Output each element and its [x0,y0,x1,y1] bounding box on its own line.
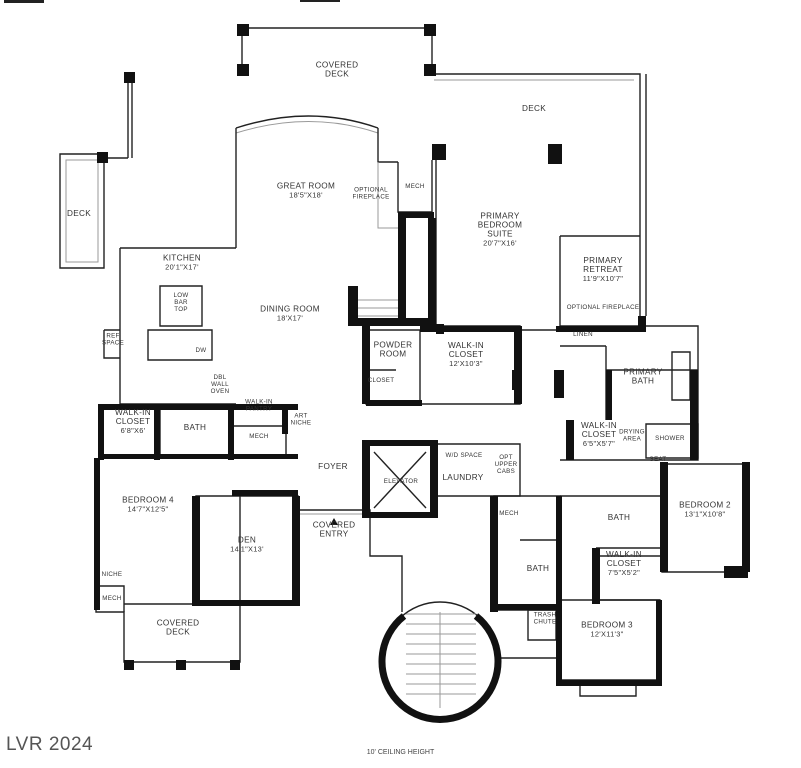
room-dimensions-walk-in-closet-left: 6'8"X6' [121,426,146,435]
room-label-kitchen: KITCHEN [163,254,201,263]
room-label-bedroom-3: BEDROOM 3 [581,621,633,630]
room-dimensions-bedroom-2: 13'1"X10'8" [685,510,726,519]
room-label-linen: LINEN [573,331,593,338]
room-label-mech-center: MECH [499,510,518,517]
room-label-deck-left: DECK [67,209,91,218]
room-dimensions-dining-room: 18'X17' [277,314,304,323]
room-dimensions-kitchen: 20'1"X17' [165,263,199,272]
room-label-shower: SHOWER [655,435,685,442]
cropped-header-text [4,0,340,3]
room-label-bath-right: BATH [608,513,630,522]
room-dimensions-great-room: 18'5"X18' [289,191,323,200]
room-label-mech-bottom-left: MECH [102,595,121,602]
ceiling-height-note: 10' CEILING HEIGHT [366,749,435,756]
room-dimensions-walk-in-closet-center: 12'X10'3" [449,359,483,368]
room-label-wd-space: W/D SPACE [446,452,483,459]
circular-stair-wall [378,613,502,723]
room-dimensions-primary-bedroom: 20'7"X16' [483,239,517,248]
room-label-bath-left: BATH [184,423,206,432]
room-label-deck-right: DECK [522,104,546,113]
room-label-laundry: LAUNDRY [442,473,483,482]
room-label-foyer: FOYER [318,462,348,471]
room-label-bedroom-4: BEDROOM 4 [122,496,174,505]
room-label-mech-top: MECH [405,183,424,190]
room-label-bath-center: BATH [527,564,549,573]
room-label-closet: CLOSET [368,377,395,384]
room-label-great-room: GREAT ROOM [277,182,335,191]
room-dimensions-walk-in-closet-right: 6'5"X5'7" [583,439,615,448]
room-dimensions-bedroom-3: 12'X11'3" [590,630,623,639]
room-label-bedroom-2: BEDROOM 2 [679,501,731,510]
room-dimensions-primary-retreat: 11'9"X10'7" [583,274,623,283]
room-label-dw: DW [196,347,207,354]
watermark: LVR 2024 [6,734,94,755]
entry-arrow-icon [330,518,338,525]
room-dimensions-walk-in-closet-br3: 7'5"X5'2" [608,568,640,577]
room-label-seat: SEAT [650,456,667,463]
room-label-elevator: ELEVATOR [384,478,419,485]
room-dimensions-bedroom-4: 14'7"X12'5" [128,505,169,514]
room-dimensions-den: 14'1"X13' [230,545,264,554]
room-label-dining-room: DINING ROOM [260,305,320,314]
room-label-niche: NICHE [102,571,123,578]
room-label-mech-left: MECH [249,433,268,440]
thick-walls [94,24,750,686]
room-label-optional-fireplace-right: OPTIONAL FIREPLACE [567,304,640,311]
room-label-den: DEN [238,536,256,545]
